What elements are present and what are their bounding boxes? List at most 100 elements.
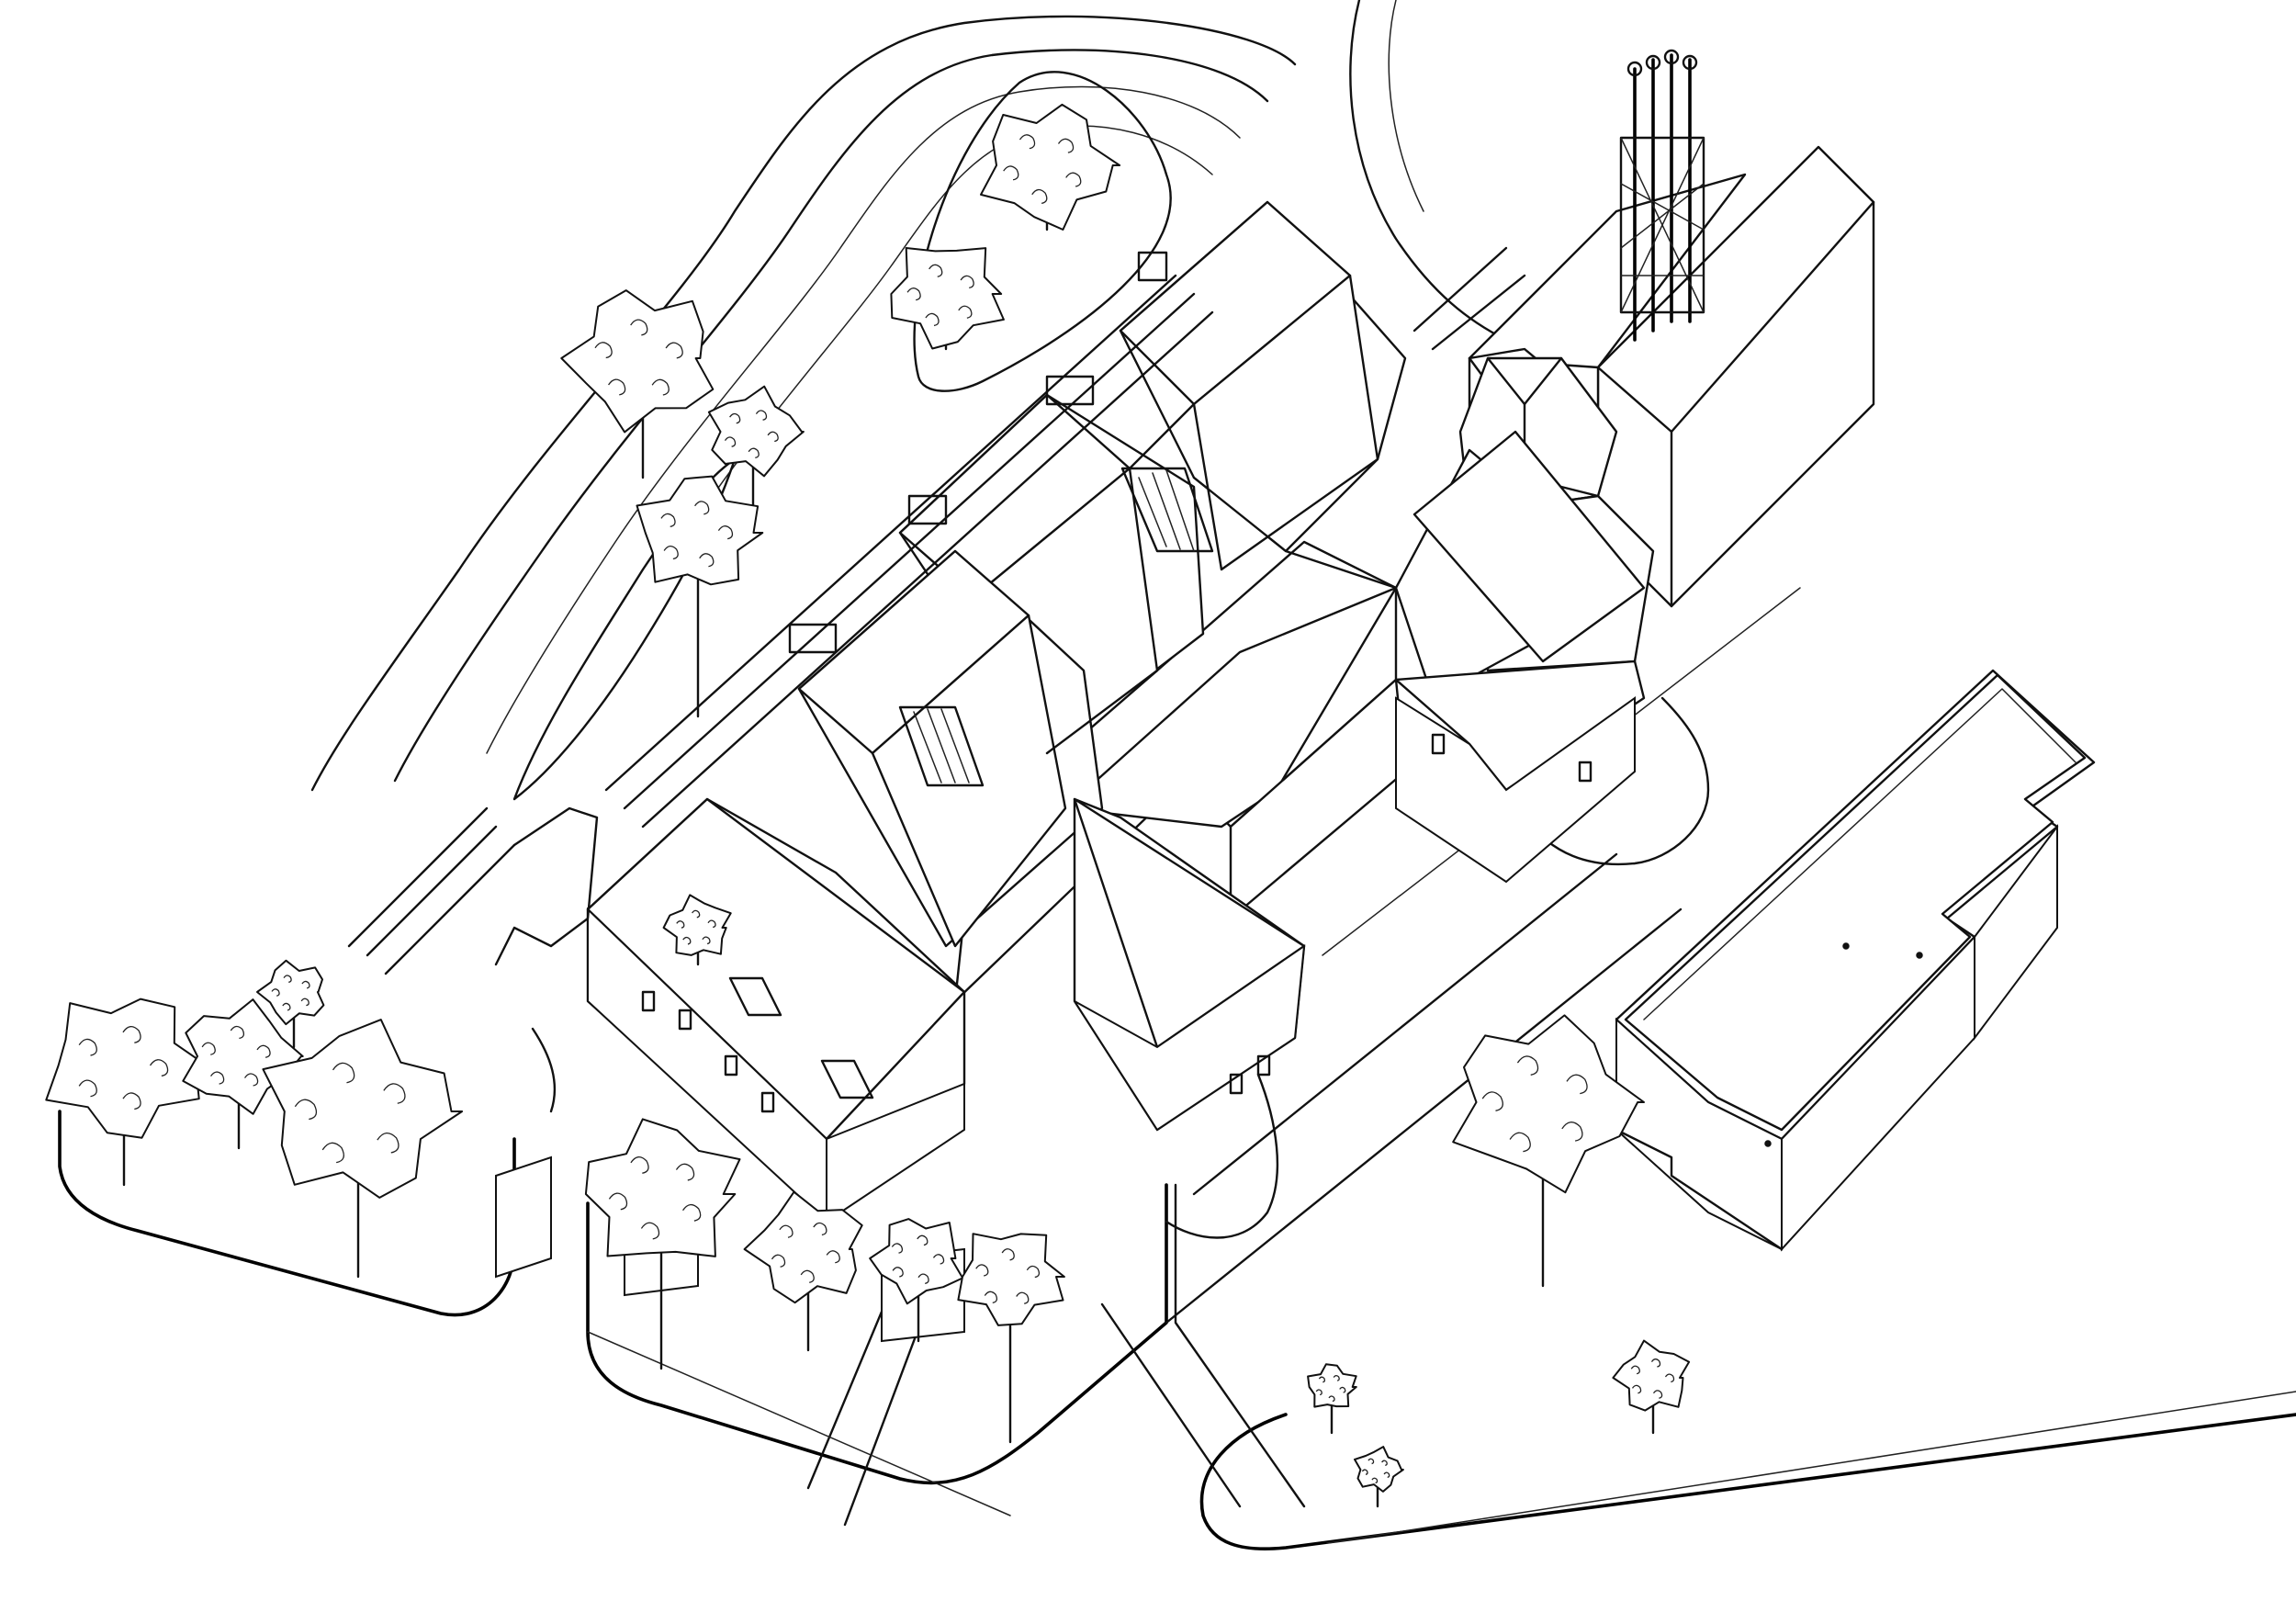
tree-canopy: [869, 1218, 964, 1305]
tree-foliage-mark: [702, 936, 711, 945]
tree-foliage-mark: [717, 525, 734, 540]
tree: [890, 247, 1005, 351]
tree-foliage-mark: [676, 920, 685, 929]
tree-foliage-mark: [917, 1273, 929, 1284]
tree-foliage-mark: [675, 1163, 695, 1181]
tree-foliage-mark: [917, 1234, 929, 1246]
tree-canopy: [1612, 1339, 1691, 1412]
tree-canopy: [957, 1233, 1065, 1326]
tree-foliage-mark: [594, 342, 613, 359]
tree: [743, 1190, 863, 1352]
tree-foliage-mark: [960, 275, 974, 289]
tree-foliage-mark: [813, 1222, 827, 1236]
trees: [45, 103, 1691, 1508]
tree-foliage-mark: [1631, 1384, 1642, 1394]
tree-canopy: [1354, 1446, 1404, 1493]
tree-foliage-mark: [1371, 1477, 1379, 1484]
tree-canopy: [890, 247, 1005, 350]
tree-foliage-mark: [663, 545, 679, 560]
tree-foliage-mark: [243, 1073, 259, 1087]
tree-foliage-mark: [1019, 134, 1036, 150]
tree-canopy: [980, 103, 1121, 231]
tree-foliage-mark: [1361, 1469, 1368, 1475]
tree-canopy: [262, 1019, 464, 1199]
tree-foliage-mark: [729, 412, 741, 424]
tree-foliage-mark: [694, 501, 710, 515]
skylights: [728, 467, 1214, 1099]
tree-foliage-mark: [608, 1192, 628, 1211]
tree-foliage-mark: [748, 447, 760, 459]
tree-foliage-mark: [301, 980, 310, 989]
tree-foliage-mark: [682, 936, 692, 945]
tree: [1612, 1339, 1691, 1435]
tree-foliage-mark: [1561, 1122, 1583, 1142]
tree-foliage-mark: [1516, 1055, 1539, 1076]
tree-foliage-mark: [1630, 1365, 1640, 1375]
tree-canopy: [1307, 1363, 1357, 1408]
tree-foliage-mark: [1315, 1389, 1322, 1396]
tree-foliage-mark: [122, 1092, 141, 1110]
tree-foliage-mark: [660, 513, 676, 527]
tree-foliage-mark: [300, 998, 310, 1007]
tree: [256, 959, 325, 1049]
tree-foliage-mark: [1509, 1132, 1531, 1153]
tree-foliage-mark: [906, 287, 921, 301]
tree-foliage-mark: [975, 1264, 989, 1277]
tree-foliage-mark: [630, 319, 648, 336]
tree-canopy: [662, 894, 732, 956]
tree-foliage-mark: [929, 264, 943, 277]
tree-foliage-mark: [149, 1059, 169, 1077]
tree: [980, 103, 1121, 231]
tree-foliage-mark: [1031, 188, 1048, 205]
tree: [584, 1118, 741, 1370]
tree-foliage-mark: [891, 1243, 904, 1254]
tree: [869, 1218, 964, 1343]
tree-foliage-mark: [892, 1267, 904, 1278]
tree-foliage-mark: [1664, 1373, 1675, 1383]
tree-foliage-mark: [1001, 1248, 1015, 1261]
lattice-tower: [1619, 49, 1705, 342]
tree-canopy: [182, 998, 304, 1115]
tree-foliage-mark: [692, 909, 701, 919]
tree-foliage-mark: [771, 1254, 786, 1268]
tree: [636, 475, 764, 718]
tree-foliage-mark: [958, 305, 973, 319]
tree-foliage-mark: [1481, 1091, 1503, 1111]
tree-foliage-mark: [1650, 1358, 1661, 1368]
tree: [182, 998, 304, 1150]
tree-foliage-mark: [608, 378, 626, 396]
tree: [262, 1019, 464, 1279]
tree-foliage-mark: [630, 1156, 649, 1174]
tree-foliage-mark: [779, 1224, 793, 1238]
tree-foliage-mark: [122, 1026, 141, 1043]
tree-foliage-mark: [1383, 1471, 1390, 1478]
tree-canopy: [743, 1190, 863, 1304]
tree-foliage-mark: [665, 342, 683, 359]
tree-foliage-mark: [724, 436, 737, 447]
tree-foliage-mark: [78, 1079, 97, 1098]
tree: [662, 894, 732, 966]
flat-roof-building: [1615, 669, 2096, 1252]
tree-foliage-mark: [767, 431, 779, 443]
tree-foliage-mark: [271, 988, 280, 997]
tree-foliage-mark: [984, 1291, 998, 1303]
tree-foliage-mark: [755, 410, 768, 421]
tree-foliage-mark: [1339, 1386, 1346, 1393]
tree-foliage-mark: [282, 1002, 291, 1011]
tree: [45, 998, 208, 1187]
tree-canopy: [636, 475, 764, 586]
tree-foliage-mark: [925, 312, 940, 327]
main-building: [586, 200, 1646, 1224]
tree-foliage-mark: [1016, 1291, 1030, 1304]
tree-foliage-mark: [78, 1038, 97, 1056]
tree: [1354, 1446, 1404, 1508]
tree-foliage-mark: [1318, 1376, 1326, 1383]
tree-canopy: [256, 959, 325, 1026]
tree-foliage-mark: [651, 378, 670, 396]
tree-foliage-mark: [256, 1044, 271, 1058]
tree-foliage-mark: [1003, 165, 1019, 181]
site-boundary-lines: [310, 0, 1508, 792]
tree-foliage-mark: [1026, 1265, 1041, 1279]
tree-canopy: [584, 1118, 741, 1257]
tree: [707, 385, 805, 516]
